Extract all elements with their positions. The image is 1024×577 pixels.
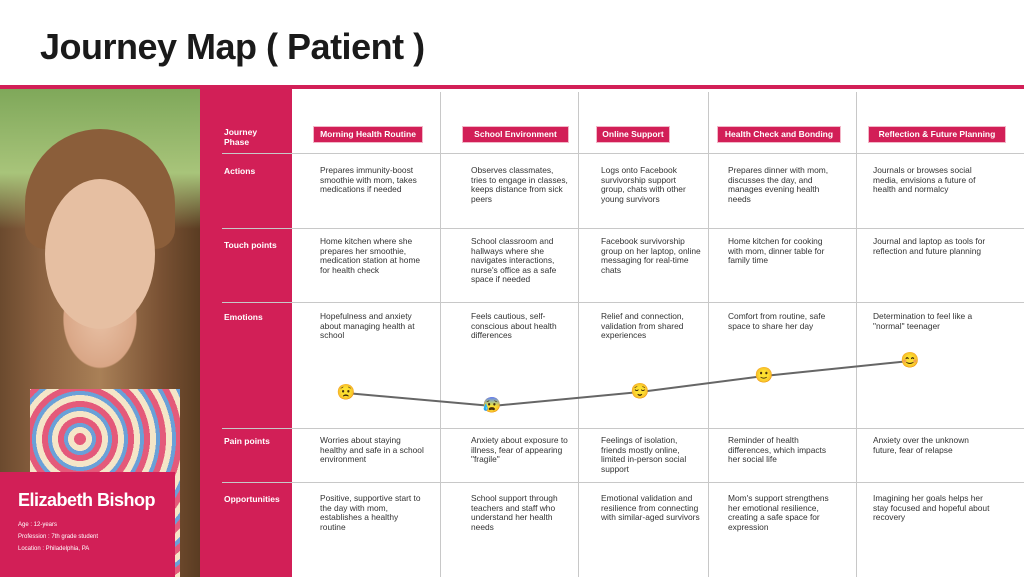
cell-actions: Observes classmates, tries to engage in … [471, 165, 568, 204]
cell-opportunities: Emotional validation and resilience from… [601, 493, 700, 523]
phase-label: Morning Health Routine [314, 127, 422, 142]
cell-touchpoints: Facebook survivorship group on her lapto… [601, 236, 701, 275]
phase-label: Health Check and Bonding [718, 127, 840, 142]
row-divider [222, 482, 1024, 483]
persona-profession: Profession : 7th grade student [18, 534, 99, 540]
phase-label: Reflection & Future Planning [869, 127, 1005, 142]
row-label-pain-points: Pain points [224, 436, 270, 446]
cell-opportunities: School support through teachers and staf… [471, 493, 558, 532]
row-label-actions: Actions [224, 166, 256, 176]
cell-emotions: Hopefulness and anxiety about managing h… [320, 311, 415, 341]
phase-label: School Environment [463, 127, 568, 142]
cell-opportunities: Mom's support strengthens her emotional … [728, 493, 829, 532]
cell-pain: Anxiety over the unknown future, fear of… [873, 435, 969, 455]
emotion-line [345, 360, 911, 408]
emotion-emoji-icon: 🙂 [754, 367, 774, 384]
row-label-phase: Journey Phase [224, 127, 258, 147]
row-divider [222, 428, 1024, 429]
row-divider [222, 153, 1024, 154]
phase-label: Online Support [597, 127, 669, 142]
col-divider [578, 92, 579, 577]
cell-touchpoints: Journal and laptop as tools for reflecti… [873, 236, 986, 256]
cell-actions: Logs onto Facebook survivorship support … [601, 165, 686, 204]
page-title: Journey Map ( Patient ) [40, 26, 425, 67]
cell-pain: Reminder of health differences, which im… [728, 435, 827, 465]
cell-emotions: Comfort from routine, safe space to shar… [728, 311, 826, 331]
row-divider [222, 302, 1024, 303]
cell-emotions: Feels cautious, self-conscious about hea… [471, 311, 557, 341]
emotion-emoji-icon: 😌 [630, 383, 650, 400]
emotion-emoji-icon: 😊 [900, 352, 920, 369]
cell-pain: Feelings of isolation, friends mostly on… [601, 435, 687, 474]
col-divider [856, 92, 857, 577]
col-divider [708, 92, 709, 577]
cell-opportunities: Imagining her goals helps her stay focus… [873, 493, 990, 523]
cell-actions: Journals or browses social media, envisi… [873, 165, 976, 195]
cell-opportunities: Positive, supportive start to the day wi… [320, 493, 421, 532]
row-label-opportunities: Opportunities [224, 494, 280, 504]
cell-emotions: Relief and connection, validation from s… [601, 311, 684, 341]
row-label-column [200, 89, 292, 577]
emotion-emoji-icon: 😰 [482, 397, 502, 414]
persona-card: Elizabeth Bishop Age : 12-years Professi… [0, 472, 175, 577]
cell-actions: Prepares immunity-boost smoothie with mo… [320, 165, 417, 195]
cell-touchpoints: Home kitchen where she prepares her smoo… [320, 236, 421, 275]
accent-band [0, 85, 1024, 89]
persona-age: Age : 12-years [18, 522, 58, 528]
emotion-emoji-icon: 😟 [336, 384, 356, 401]
row-label-emotions: Emotions [224, 312, 263, 322]
persona-location: Location : Philadelphia, PA [18, 546, 90, 552]
cell-actions: Prepares dinner with mom, discusses the … [728, 165, 829, 204]
col-divider [440, 92, 441, 577]
persona-name: Elizabeth Bishop [18, 490, 156, 510]
row-label-touchpoints: Touch points [224, 240, 277, 250]
cell-emotions: Determination to feel like a "normal" te… [873, 311, 973, 331]
cell-touchpoints: Home kitchen for cooking with mom, dinne… [728, 236, 825, 266]
cell-pain: Anxiety about exposure to illness, fear … [471, 435, 568, 465]
cell-pain: Worries about staying healthy and safe i… [320, 435, 424, 465]
cell-touchpoints: School classroom and hallways where she … [471, 236, 557, 285]
row-divider [222, 228, 1024, 229]
